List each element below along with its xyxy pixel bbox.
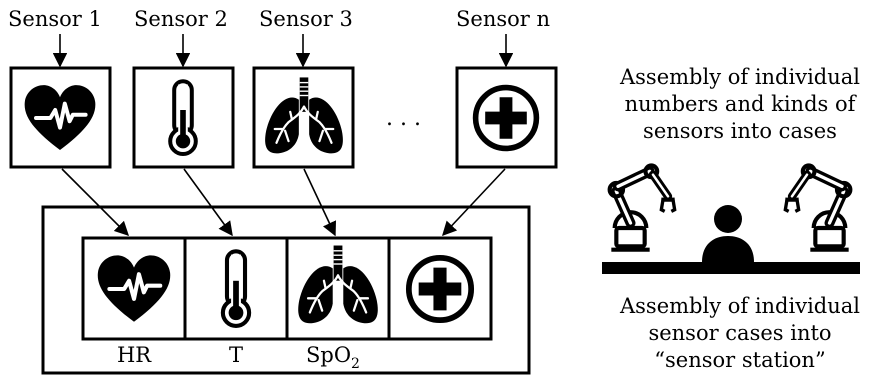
sensor-box-n xyxy=(455,66,558,169)
caption-hr: HR xyxy=(117,343,152,367)
station-cell-spo2 xyxy=(285,236,391,341)
worker-icon xyxy=(702,205,754,262)
sensor-label-n: Sensor n xyxy=(456,7,550,31)
arrow-to-hr-cell xyxy=(61,168,130,237)
sensor-box-3 xyxy=(252,66,355,169)
assembly-text-1-line-2: numbers and kinds of xyxy=(625,92,858,116)
assembly-line-illustration xyxy=(602,166,860,274)
arrow-to-spo2-cell xyxy=(303,168,337,237)
station-cell-t xyxy=(183,236,289,341)
robot-arm-right-icon xyxy=(785,166,850,250)
station-cell-cross xyxy=(387,236,493,341)
caption-spo2-sub: 2 xyxy=(351,356,360,372)
caption-spo2-main: SpO xyxy=(306,343,351,367)
assembly-text-2-line-3: “sensor station” xyxy=(654,348,825,372)
caption-t: T xyxy=(229,343,243,367)
sensor-label-2: Sensor 2 xyxy=(134,7,228,31)
assembly-text-1-line-3: sensors into cases xyxy=(643,119,837,143)
assembly-text-1-line-1: Assembly of individual xyxy=(619,65,860,89)
sensor-box-2 xyxy=(132,66,235,169)
robot-arm-left-icon xyxy=(610,166,675,250)
ellipsis: . . . xyxy=(386,106,421,131)
thermometer-icon xyxy=(168,79,198,156)
sensor-label-1: Sensor 1 xyxy=(8,7,102,31)
assembly-text-2-line-2: sensor cases into xyxy=(648,321,831,345)
caption-spo2: SpO2 xyxy=(306,343,360,372)
sensor-box-1 xyxy=(9,66,112,169)
conveyor-table xyxy=(602,262,860,274)
thermometer-icon xyxy=(223,251,249,326)
assembly-text-2-line-1: Assembly of individual xyxy=(619,294,860,318)
arrow-to-cross-cell xyxy=(442,168,506,237)
arrow-to-t-cell xyxy=(183,168,233,237)
sensor-label-3: Sensor 3 xyxy=(259,7,353,31)
station-cell-hr xyxy=(81,236,187,341)
